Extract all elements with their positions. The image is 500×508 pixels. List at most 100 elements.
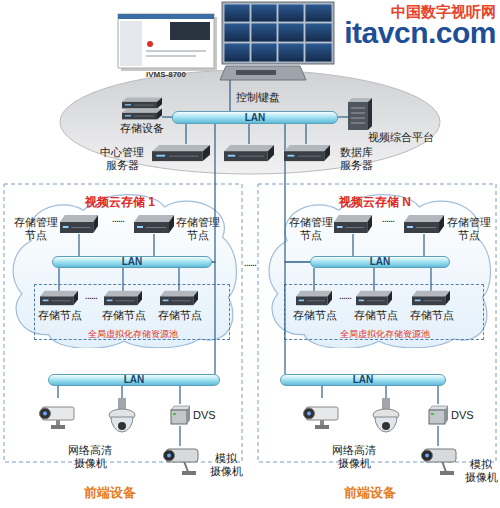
device-label: 存储管理 节点 [289, 216, 333, 242]
dashed-frame [258, 184, 496, 462]
network-wire [185, 124, 186, 144]
network-wire [430, 268, 431, 291]
node-icon [296, 291, 332, 305]
device-node: 存储管理 节点 [134, 214, 174, 234]
lan-label: LAN [49, 375, 219, 385]
screen-header [118, 14, 214, 19]
network-wire [352, 234, 353, 256]
network-wire [179, 426, 180, 446]
device-node: 数据库 服务器 [284, 144, 330, 162]
node-icon [404, 215, 444, 233]
network-wire [179, 386, 180, 404]
wall-screen [251, 4, 277, 22]
node-icon [160, 291, 198, 305]
wall-screen [305, 43, 332, 62]
device-node: 存储管理 节点 [404, 214, 444, 234]
watermark-logo: itavcn.com [330, 17, 496, 49]
device-label: 视频综合平台 [368, 131, 440, 144]
wall-screen [305, 4, 332, 22]
device-label: 网络高清 摄像机 [326, 444, 382, 470]
device-node: 网络高清 摄像机 [36, 398, 140, 440]
dome-camera-icon [109, 398, 135, 432]
center-ellipse [60, 70, 440, 174]
screen-pane [120, 21, 142, 66]
ellipsis: ...... [236, 256, 264, 268]
server-icon [284, 145, 330, 161]
device-node: 网络高清 摄像机 [300, 398, 404, 440]
lan-bar: LAN [172, 111, 338, 124]
wall-screen [278, 43, 304, 62]
network-wire [58, 268, 59, 291]
node-icon [40, 291, 78, 305]
ellipsis: ...... [334, 289, 356, 301]
platform-icon [348, 98, 372, 130]
ellipsis: ...... [374, 212, 402, 224]
network-wire [285, 124, 310, 262]
ellipsis: ...... [80, 289, 102, 301]
group-label: 前端设备 [70, 484, 150, 502]
screen-logo [147, 41, 153, 47]
dvs-icon [429, 406, 448, 424]
node-icon [134, 215, 174, 233]
device-label: 存储管理 节点 [446, 216, 492, 242]
wall-screen [278, 23, 304, 42]
cloud-shape [13, 195, 236, 348]
server-wire [248, 124, 249, 144]
screen-thumb [170, 22, 210, 40]
network-wire [78, 234, 79, 256]
network-wire [153, 234, 154, 256]
device-node: 模拟 摄像机 [420, 446, 460, 476]
resource-pool-box: 全局虚拟化存储资源池存储节点存储节点存储节点 [284, 284, 484, 340]
node-icon [412, 291, 450, 305]
video-wall [224, 4, 332, 62]
device-node: 模拟 摄像机 [162, 446, 202, 476]
device-node: 存储节点 [161, 291, 199, 307]
wall-screen [251, 43, 277, 62]
lan-bar: LAN [280, 374, 446, 386]
network-wire [373, 268, 374, 291]
wall-screen [224, 4, 250, 22]
pool-label: 全局虚拟化存储资源池 [35, 328, 231, 341]
network-wire [423, 234, 424, 256]
network-wire [212, 124, 215, 262]
device-label: 存储设备 [112, 122, 172, 135]
keyboard [236, 70, 276, 75]
wall-screen [224, 23, 250, 42]
device-label: 网络高清 摄像机 [62, 444, 118, 470]
wall-screen [305, 23, 332, 42]
storage-device-icon [122, 109, 162, 120]
device-label: 存储节点 [406, 309, 458, 322]
dvs-icon [171, 406, 190, 424]
storage-device-icon [122, 98, 162, 109]
lan-bar: LAN [52, 256, 212, 268]
node-icon [104, 291, 142, 305]
lan-bar: LAN [48, 374, 220, 386]
dome-camera-icon [373, 398, 399, 432]
wall-screen [251, 23, 277, 42]
device-label: 存储节点 [289, 309, 341, 322]
monitor-screen [118, 14, 214, 68]
cloud-outline [264, 190, 494, 348]
analog-camera-icon [164, 449, 199, 475]
control-console [220, 66, 306, 80]
screen-row [146, 50, 206, 52]
node-icon [356, 291, 392, 305]
device-label: 模拟 摄像机 [206, 452, 246, 478]
network-wire [338, 116, 348, 117]
pool-label: 全局虚拟化存储资源池 [285, 328, 485, 341]
device-label: DVS [451, 409, 481, 422]
network-wire [212, 262, 215, 374]
wall-screen [224, 43, 250, 62]
network-wire [437, 386, 438, 404]
resource-pool-box: 全局虚拟化存储资源池存储节点存储节点存储节点 [34, 284, 230, 340]
network-wire [178, 268, 179, 291]
device-node: 中心管理 服务器 [152, 144, 210, 162]
device-label: 存储节点 [350, 309, 402, 322]
network-wire [285, 262, 310, 374]
ellipsis: ...... [104, 212, 132, 224]
network-wire [122, 268, 123, 291]
device-label: 模拟 摄像机 [462, 458, 500, 484]
